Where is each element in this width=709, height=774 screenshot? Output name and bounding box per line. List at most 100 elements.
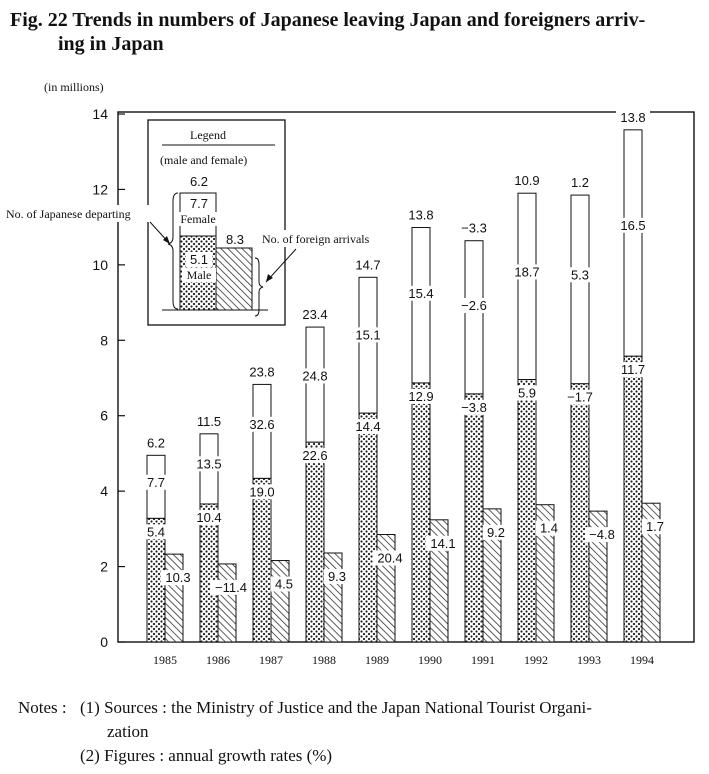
rate-foreign-1987-bg <box>270 576 298 592</box>
rate-total-1994: 13.8 <box>620 110 645 125</box>
x-tick-label-1991: 1991 <box>471 653 495 667</box>
rate-total-1992: 10.9 <box>514 173 539 188</box>
rate-male-1993: −1.7 <box>567 390 593 405</box>
rate-male-1985: 5.4 <box>147 524 165 539</box>
rate-labels: 6.27.75.410.311.513.510.4−11.423.832.619… <box>142 109 669 595</box>
rate-female-1992-bg <box>510 264 544 280</box>
x-tick-label-1986: 1986 <box>206 653 230 667</box>
rate-foreign-1985: 10.3 <box>165 570 190 585</box>
bars <box>146 129 661 643</box>
legend-female-label: Female <box>180 212 215 226</box>
bar-foreign-1985 <box>164 553 184 643</box>
rate-total-1991: −3.3 <box>461 221 487 236</box>
bar-foreign-1993 <box>588 510 608 643</box>
bar-female-1990 <box>411 227 431 384</box>
rate-total-1988-bg <box>298 307 332 323</box>
bar-male-1988 <box>305 441 325 643</box>
rate-total-1986: 11.5 <box>197 414 221 429</box>
x-tick-label-1993: 1993 <box>577 653 601 667</box>
rate-total-1990-bg <box>404 207 438 223</box>
notes-source-cont: zation <box>107 722 149 741</box>
x-tick-label-1988: 1988 <box>312 653 336 667</box>
rate-foreign-1991-bg <box>482 524 510 540</box>
rate-foreign-1990-bg <box>426 535 460 551</box>
rate-total-1985: 6.2 <box>147 435 165 450</box>
bar-foreign-1987 <box>270 560 290 643</box>
chart-title-line1: Fig. 22 Trends in numbers of Japanese le… <box>10 9 646 31</box>
bar-female-1994 <box>623 129 643 357</box>
notes: Notes : (1) Sources : the Ministry of Ju… <box>18 696 698 768</box>
bar-female-1992 <box>517 192 537 381</box>
legend-female-rate: 7.7 <box>190 196 208 211</box>
bar-foreign-1992 <box>535 504 555 643</box>
rate-foreign-1994: 1.7 <box>646 519 664 534</box>
legend-foreign-arrivals-label: No. of foreign arrivals <box>262 232 370 246</box>
y-tick-label-12: 12 <box>92 181 108 197</box>
y-tick-label-8: 8 <box>100 332 108 348</box>
bar-female-1988 <box>305 326 325 443</box>
y-tick-label-2: 2 <box>100 559 108 575</box>
legend-foreign-bar <box>215 247 253 311</box>
rate-male-1992-bg <box>513 385 541 401</box>
y-tick-label-6: 6 <box>100 408 108 424</box>
y-tick-label-10: 10 <box>92 257 108 273</box>
rate-female-1994: 16.5 <box>620 218 645 233</box>
notes-source: (1) Sources : the Ministry of Justice an… <box>80 698 592 717</box>
rate-female-1993: 5.3 <box>571 267 589 282</box>
rate-male-1993-bg <box>563 389 597 405</box>
legend-foreign-arrowhead <box>266 274 273 282</box>
rate-foreign-1991: 9.2 <box>487 525 505 540</box>
legend-male-rate: 5.1 <box>190 252 208 267</box>
rate-female-1987-bg <box>245 416 279 432</box>
bar-male-1989 <box>358 412 378 643</box>
rate-total-1993-bg <box>566 175 594 191</box>
rate-female-1989: 15.1 <box>355 327 380 342</box>
bar-male-1992 <box>517 379 537 643</box>
notes-label: Notes : <box>18 698 67 717</box>
bar-male-1993 <box>570 383 590 643</box>
rate-foreign-1993-bg <box>585 527 619 543</box>
bar-male-1991 <box>464 393 484 643</box>
rate-female-1991-bg <box>457 298 491 314</box>
bar-foreign-1988 <box>323 552 343 643</box>
rate-foreign-1987: 4.5 <box>275 577 293 592</box>
rate-male-1988: 22.6 <box>302 448 327 463</box>
legend-male-label: Male <box>187 268 212 282</box>
rate-foreign-1993: −4.8 <box>589 527 615 542</box>
bar-female-1991 <box>464 240 484 395</box>
rate-female-1988: 24.8 <box>302 368 327 383</box>
rate-total-1987-bg <box>245 364 279 380</box>
rate-female-1988-bg <box>298 368 332 384</box>
rate-male-1987-bg <box>245 484 279 500</box>
x-tick-label-1994: 1994 <box>630 653 654 667</box>
unit-label: (in millions) <box>44 80 104 94</box>
rate-male-1988-bg <box>298 448 332 464</box>
rate-foreign-1986: −11.4 <box>215 580 247 595</box>
bar-male-1990 <box>411 382 431 643</box>
rate-foreign-1994-bg <box>641 519 669 535</box>
rate-foreign-1985-bg <box>161 570 195 586</box>
legend-total-rate: 6.2 <box>190 174 208 189</box>
rate-total-1994-bg <box>616 109 650 125</box>
rate-total-1985-bg <box>142 435 170 451</box>
rate-total-1992-bg <box>510 173 544 189</box>
legend-japanese-departing-label: No. of Japanese departing <box>6 207 131 221</box>
rate-foreign-1992: 1.4 <box>540 521 558 536</box>
legend: Legend (male and female) 6.2 7.7 Female … <box>147 119 286 326</box>
rate-total-1989: 14.7 <box>355 257 380 272</box>
x-tick-label-1989: 1989 <box>365 653 389 667</box>
rate-male-1991-bg <box>457 399 491 415</box>
rate-male-1994-bg <box>616 362 650 378</box>
rate-female-1991: −2.6 <box>461 298 487 313</box>
rate-foreign-1990: 14.1 <box>430 536 455 551</box>
chart-title-line2: ing in Japan <box>58 33 164 55</box>
bar-foreign-1986 <box>217 563 237 643</box>
x-tick-label-1987: 1987 <box>259 653 283 667</box>
rate-male-1989-bg <box>351 419 385 435</box>
rate-female-1990: 15.4 <box>408 286 433 301</box>
rate-male-1986-bg <box>192 509 226 525</box>
rate-female-1990-bg <box>404 285 438 301</box>
rate-total-1991-bg <box>457 220 491 236</box>
